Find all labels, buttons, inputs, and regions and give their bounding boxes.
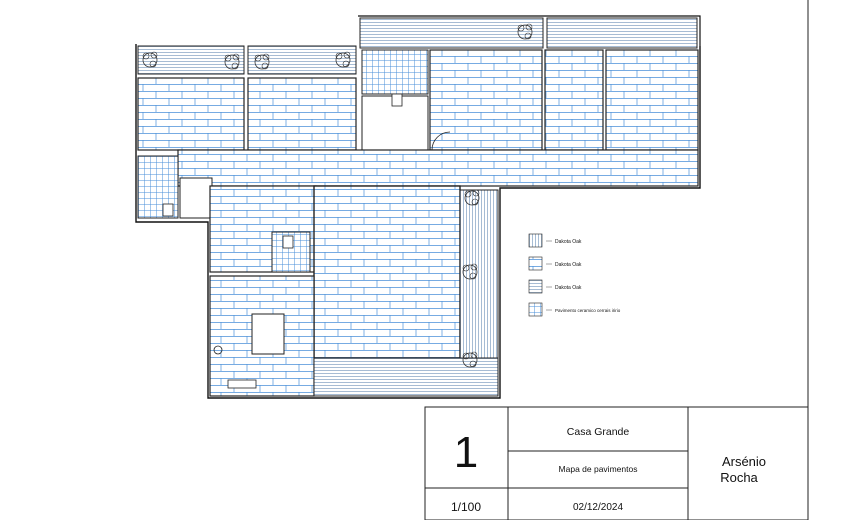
legend-swatch-3 [528,302,543,317]
legend-label: Dakota Oak [555,239,582,245]
drawing-title: Mapa de pavimentos [559,464,638,474]
scale-label: 1/100 [451,500,481,514]
title-block: 1 Casa Grande Mapa de pavimentos Arsénio… [424,406,809,520]
date-label: 02/12/2024 [573,502,623,513]
terrace-top-right [359,17,544,49]
legend-label: Pavimento ceramico cerrais iririo [555,308,621,313]
room-bedroom-4 [544,49,604,151]
terrace-top-far-right [546,17,698,49]
room-wc [271,231,311,273]
toilet-wc [282,235,294,249]
room-corridor [177,149,699,187]
room-bedroom-2 [247,77,357,151]
outer-wall [135,44,701,399]
room-bedroom-5 [605,49,699,151]
project-name: Casa Grande [567,426,630,438]
legend-label: Dakota Oak [555,262,582,268]
legend-swatch-0 [528,233,543,248]
terrace-top-center [247,45,357,75]
room-storage-left [179,177,213,219]
kitchen-sink [227,379,257,389]
kitchen-island [251,313,285,355]
toilet-top [391,93,403,107]
legend-swatch-1 [528,256,543,271]
outer-wall-top [358,15,701,46]
room-bedroom-3 [429,49,543,151]
room-bathroom-top [361,49,429,95]
terrace-bottom [313,357,499,397]
author-line-2: Rocha [720,470,758,485]
terrace-side [459,189,499,359]
terrace-top-left [137,45,245,75]
kitchen-stove [213,345,223,355]
door-swing [431,131,451,151]
sheet-number: 1 [454,428,478,477]
author-line-1: Arsénio [722,454,766,469]
toilet-left [162,203,174,217]
legend-label: Dakota Oak [555,285,582,291]
room-living [313,185,461,359]
legend: Dakota Oak Dakota Oak Dakota Oak Pavimen… [528,233,621,317]
floor-plan [135,15,701,399]
room-bedroom-1 [137,77,245,151]
legend-swatch-2 [528,279,543,294]
